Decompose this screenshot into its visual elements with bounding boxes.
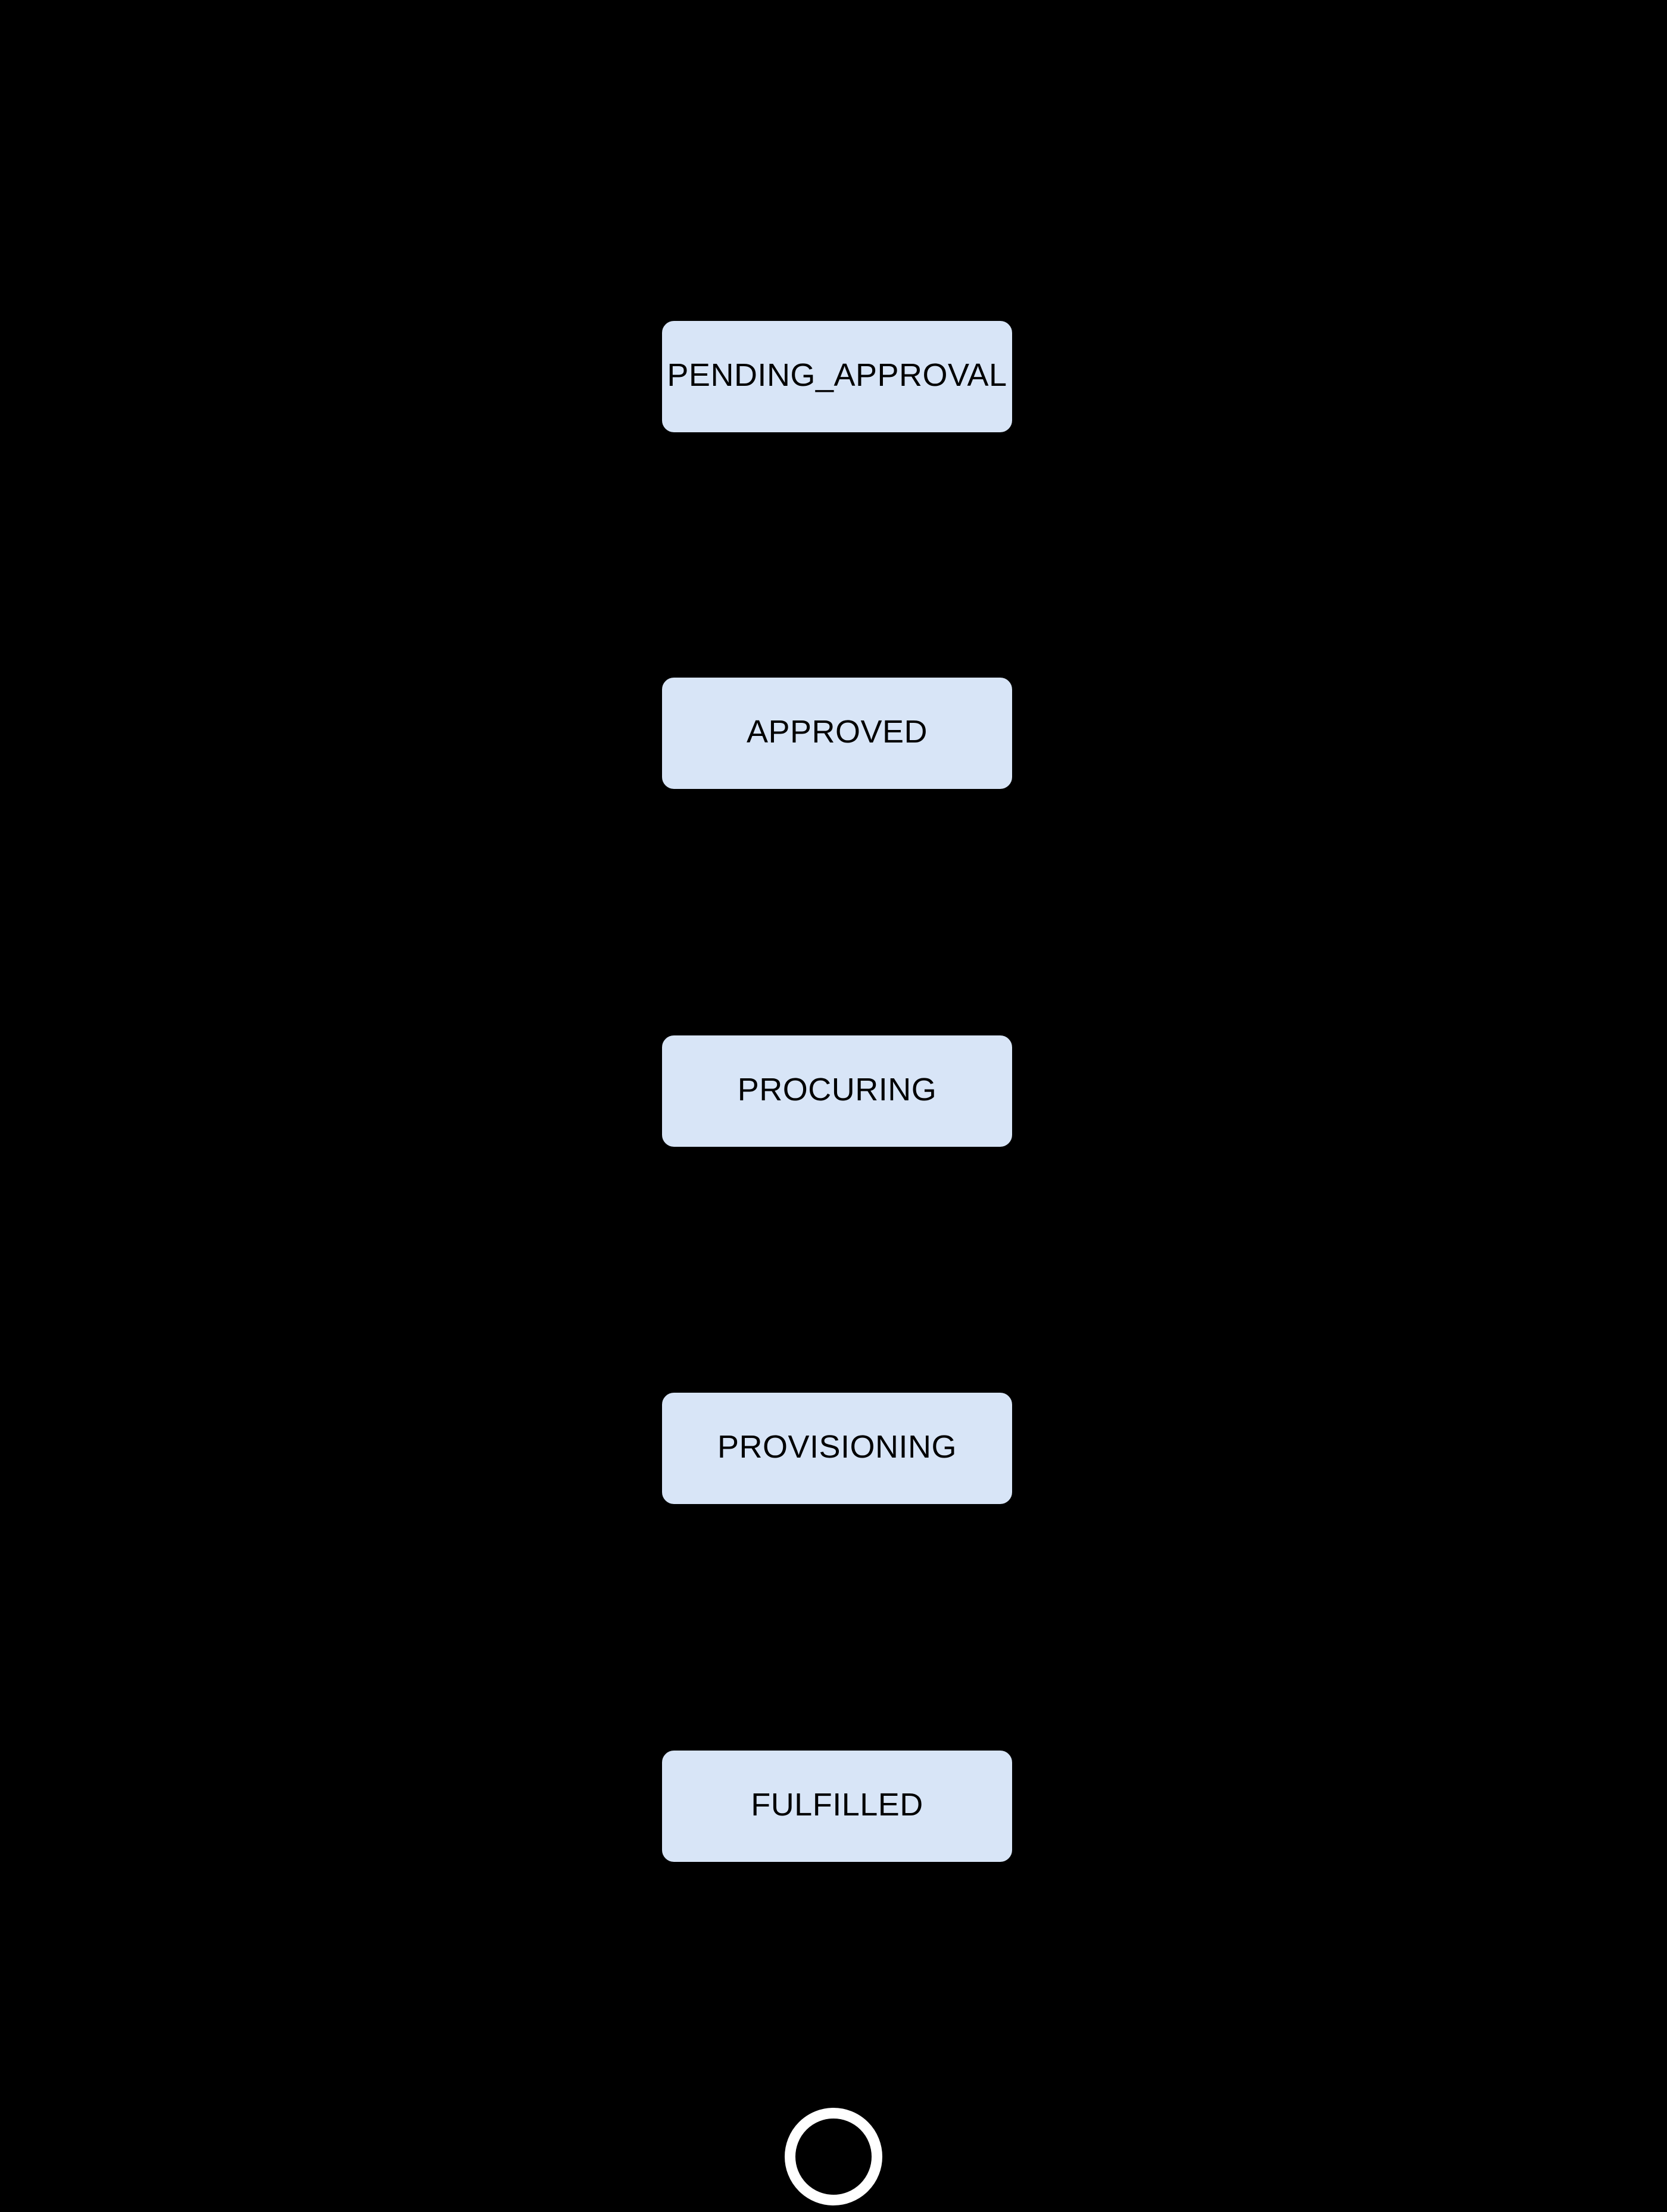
state-node-pending-approval: PENDING_APPROVAL [661,320,1013,433]
state-node-approved: APPROVED [661,676,1013,790]
state-node-fulfilled: FULFILLED [661,1749,1013,1863]
state-label-provisioning: PROVISIONING [717,1428,957,1465]
state-label-pending-approval: PENDING_APPROVAL [667,357,1007,393]
state-label-approved: APPROVED [746,713,928,750]
state-label-procuring: PROCURING [737,1071,937,1107]
final-state-ring-icon [785,2108,882,2205]
state-node-provisioning: PROVISIONING [661,1392,1013,1505]
state-label-fulfilled: FULFILLED [751,1786,923,1823]
state-node-procuring: PROCURING [661,1034,1013,1148]
